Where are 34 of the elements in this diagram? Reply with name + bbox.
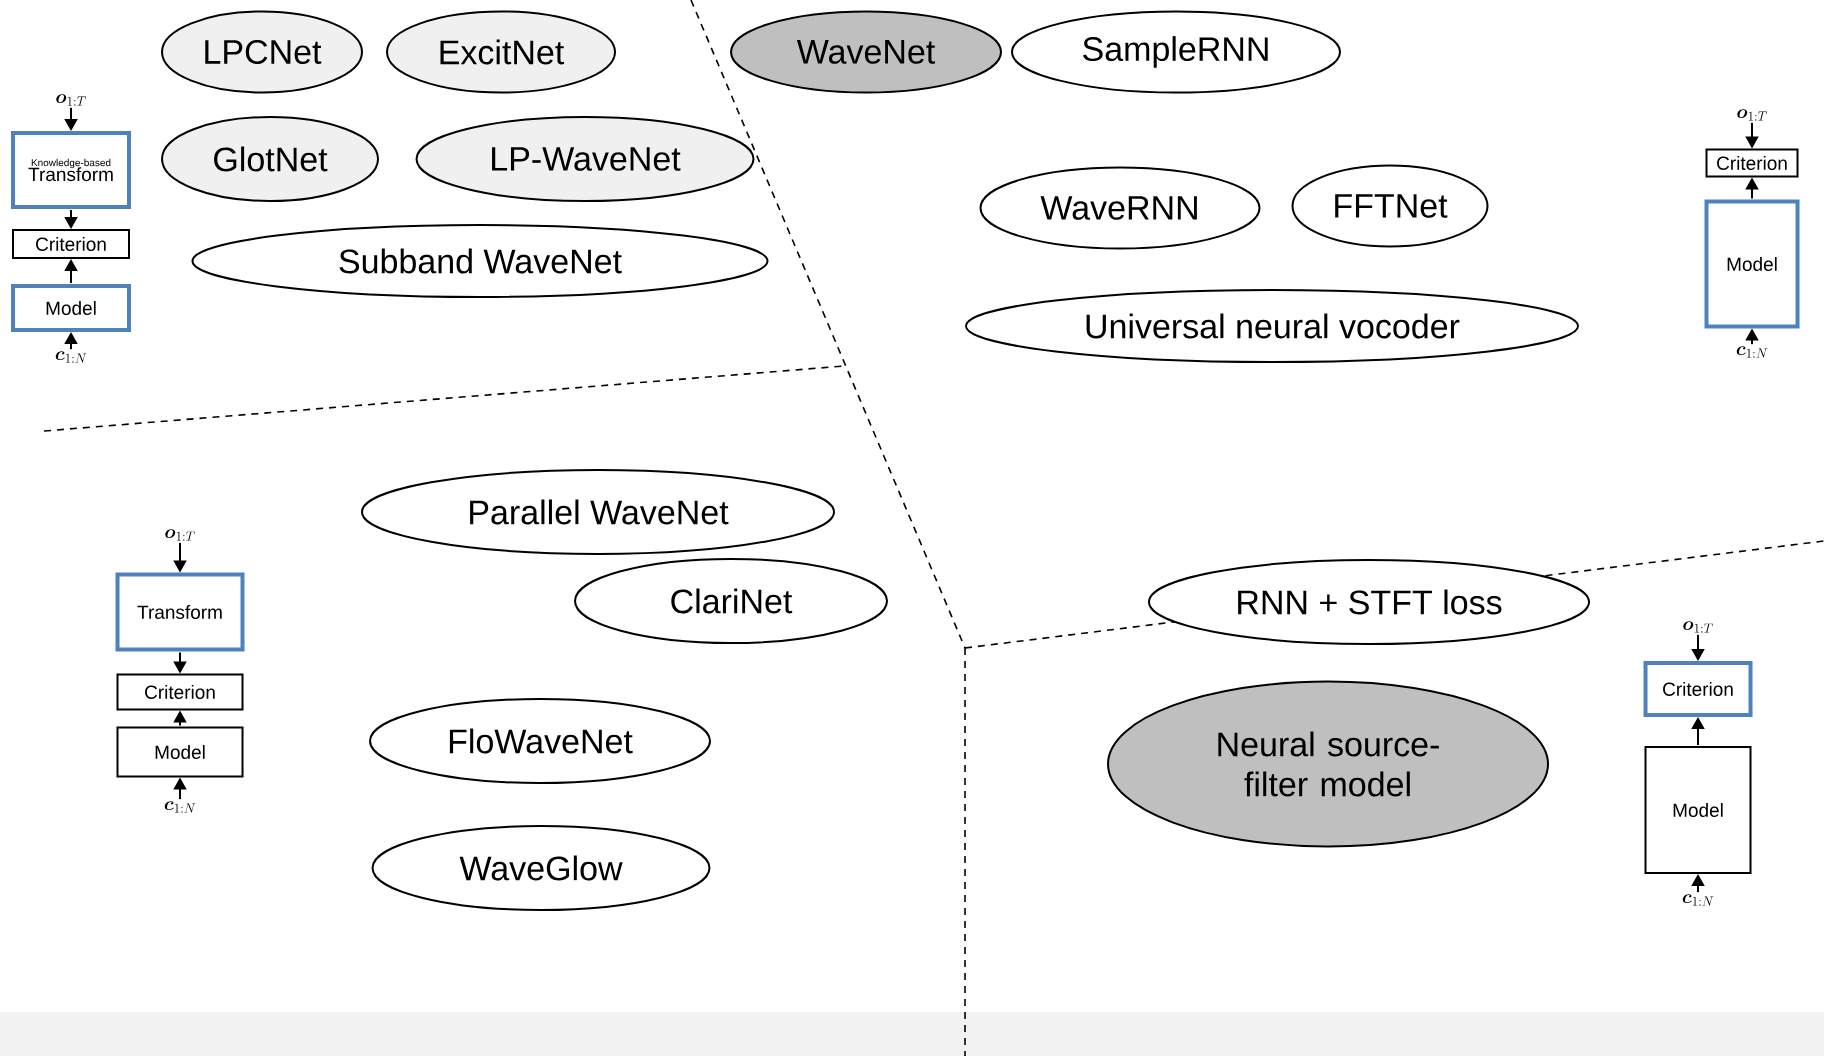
process-box: Model — [11, 284, 131, 332]
process-box: Transform — [115, 572, 245, 652]
process-box: Criterion — [12, 229, 130, 259]
variable-label: $\boldsymbol{c}_{1:N}$ — [55, 351, 87, 363]
ellipse-node: FFTNet — [1291, 164, 1489, 248]
process-box: Knowledge-based Transform — [11, 131, 131, 209]
variable-label: $\boldsymbol{c}_{1:N}$ — [1736, 346, 1768, 358]
ellipse-node: Subband WaveNet — [191, 224, 769, 298]
variable-label: $\boldsymbol{o}_{1:T}$ — [1683, 621, 1713, 633]
variable-label: $\boldsymbol{o}_{1:T}$ — [1737, 109, 1767, 121]
variable-label: $\boldsymbol{c}_{1:N}$ — [164, 801, 196, 813]
ellipse-node: RNN + STFT loss — [1148, 559, 1590, 645]
ellipse-node: LP-WaveNet — [415, 116, 755, 202]
variable-label: $\boldsymbol{c}_{1:N}$ — [1682, 894, 1714, 906]
variable-label: $\boldsymbol{o}_{1:T}$ — [165, 529, 195, 541]
ellipse-node: Neural source-filter model — [1107, 680, 1549, 848]
process-box: Criterion — [116, 673, 244, 711]
ellipse-node: ExcitNet — [386, 10, 616, 94]
ellipse-node: Parallel WaveNet — [361, 469, 835, 555]
ellipse-node: WaveGlow — [371, 825, 711, 911]
process-box: Model — [116, 726, 244, 778]
ellipse-node: GlotNet — [161, 116, 379, 202]
ellipse-node: ClariNet — [574, 558, 888, 644]
process-box: Model — [1704, 199, 1800, 329]
variable-label: $\boldsymbol{o}_{1:T}$ — [56, 94, 86, 106]
ellipse-node: Universal neural vocoder — [965, 289, 1579, 363]
ellipse-node: WaveRNN — [979, 166, 1261, 250]
ellipse-node: SampleRNN — [1011, 10, 1341, 94]
ellipse-node: LPCNet — [161, 10, 363, 94]
process-box: Criterion — [1705, 148, 1799, 178]
ellipse-node: WaveNet — [730, 10, 1002, 94]
process-box: Criterion — [1643, 661, 1753, 717]
process-box: Model — [1644, 746, 1752, 874]
ellipse-node: FloWaveNet — [369, 698, 711, 784]
